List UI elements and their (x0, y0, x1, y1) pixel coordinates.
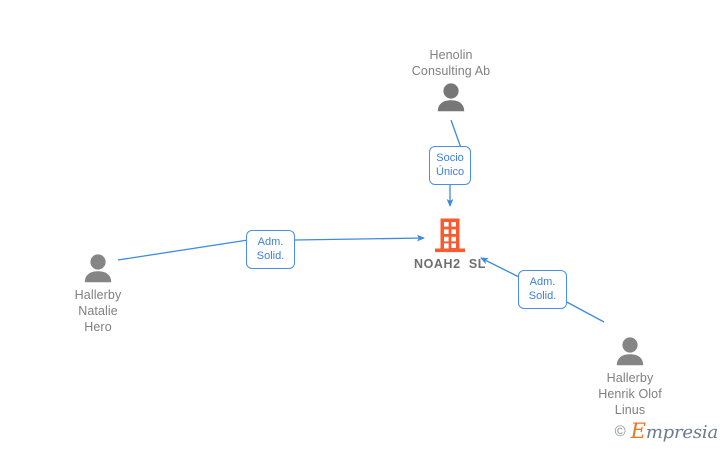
person-icon (616, 337, 644, 366)
watermark-empresia: © Empresia (614, 419, 719, 443)
node-label-natalie: Hallerby Natalie Hero (74, 288, 122, 334)
node-label-company: NOAH2 SL (413, 257, 487, 271)
building-icon (435, 218, 465, 253)
brand-wordmark: Empresia (630, 419, 719, 443)
node-person-henrik[interactable]: Hallerby Henrik Olof Linus (560, 336, 700, 418)
node-company-noah2[interactable]: NOAH2 SL (380, 216, 520, 271)
node-person-henolin[interactable]: Henolin Consulting Ab (381, 47, 521, 112)
node-label-henrik: Hallerby Henrik Olof Linus (598, 371, 662, 417)
copyright-icon: © (614, 423, 626, 440)
edge-label-adm-left[interactable]: Adm. Solid. (246, 230, 295, 269)
brand-initial: E (630, 419, 646, 443)
brand-rest: mpresia (645, 422, 718, 443)
node-label-henolin: Henolin Consulting Ab (411, 48, 491, 78)
edge-label-socio-unico[interactable]: Socio Único (429, 146, 471, 185)
edge-label-adm-right[interactable]: Adm. Solid. (518, 270, 567, 309)
node-person-natalie[interactable]: Hallerby Natalie Hero (28, 253, 168, 335)
person-icon (84, 254, 112, 283)
person-icon (437, 83, 465, 112)
